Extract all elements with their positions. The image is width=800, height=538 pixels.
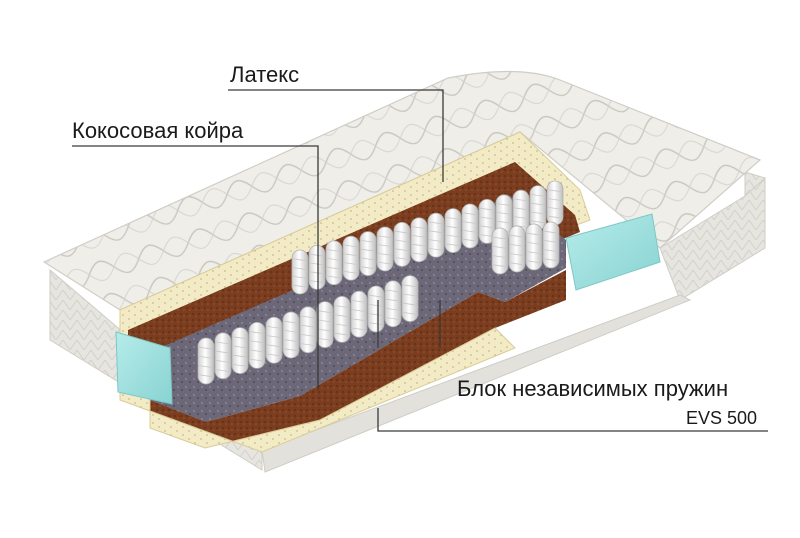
- spring-coil: [525, 223, 543, 271]
- spring-coil: [461, 203, 479, 249]
- spring-coil: [350, 290, 368, 338]
- spring-coil: [291, 249, 309, 295]
- coconut-bottom-layer: [150, 270, 566, 448]
- spring-coil: [427, 212, 445, 258]
- spring-coil: [529, 185, 547, 231]
- spring-coil: [508, 225, 526, 273]
- leader-line-coconut: [72, 145, 319, 258]
- spring-coil: [546, 180, 564, 226]
- spring-coil: [248, 321, 266, 369]
- latex-bottom-layer: [119, 327, 516, 453]
- leader-line-latex: [228, 89, 444, 182]
- spring-coil: [410, 217, 428, 263]
- spring-coil: [384, 280, 402, 328]
- spring-coil: [376, 226, 394, 272]
- label-spring-model: EVS 500: [686, 408, 758, 428]
- foam-block-left: [115, 331, 173, 405]
- mattress-bottom-cover: [261, 294, 692, 473]
- spring-coil: [542, 221, 560, 269]
- label-latex: Латекс: [230, 62, 300, 87]
- spring-coil: [393, 221, 411, 267]
- mattress-side-right-face: [659, 176, 766, 301]
- spring-coil: [333, 295, 351, 343]
- spring-coil: [491, 227, 509, 275]
- spring-coil: [231, 327, 249, 375]
- spring-coil: [197, 337, 215, 385]
- spring-coil: [401, 275, 419, 323]
- foam-block-right: [565, 213, 661, 291]
- spring-coil: [342, 235, 360, 281]
- label-spring-block: Блок независимых пружин: [457, 376, 729, 401]
- spring-coil: [359, 231, 377, 277]
- spring-coil: [316, 301, 334, 349]
- independent-springs: [197, 180, 564, 385]
- mattress-top-cover: [42, 70, 762, 311]
- label-coconut: Кокосовая койра: [72, 118, 244, 143]
- spring-coil: [265, 316, 283, 364]
- spring-coil: [299, 306, 317, 354]
- spring-coil: [367, 285, 385, 333]
- leader-line-springs: [377, 408, 768, 432]
- spring-coil: [325, 240, 343, 286]
- spring-coil: [308, 244, 326, 290]
- spring-coil: [444, 208, 462, 254]
- spring-coil: [214, 332, 232, 380]
- spring-coil: [282, 311, 300, 359]
